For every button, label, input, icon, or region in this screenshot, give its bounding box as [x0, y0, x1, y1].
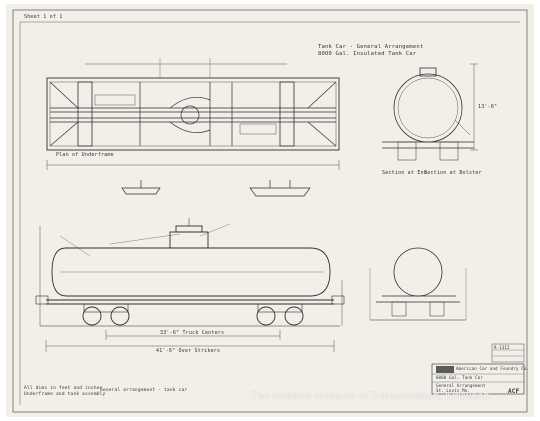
- truck-centers-dimension: 33'-6" Truck Centers: [160, 330, 225, 336]
- over-strikers-dimension: 41'-6" Over Strikers: [156, 348, 221, 354]
- bottom-mid-note: General arrangement - tank car: [100, 388, 188, 393]
- drawing-subheading: 8000 Gal. Insulated Tank Car: [318, 51, 417, 57]
- title-block-company: American Car and Foundry Co.: [456, 366, 530, 371]
- corner-note: Sheet 1 of 1: [24, 14, 63, 20]
- paper: [6, 4, 534, 417]
- museum-watermark: The National Museum of Transportation, K…: [251, 390, 490, 402]
- end-section-label: Section at End: [382, 170, 427, 176]
- end-elevation: [369, 247, 467, 321]
- title-block-line-3: St. Louis Mo.: [436, 388, 470, 393]
- detail-sections: [121, 180, 311, 197]
- drawing-heading: Tank Car - General Arrangement: [318, 44, 424, 50]
- side-elevation: [35, 218, 345, 352]
- plan-view: [46, 58, 340, 170]
- bottom-left-note-2: Underframe and tank assembly: [24, 392, 106, 397]
- height-dimension: 13'-6": [478, 104, 498, 110]
- sheet-border: [12, 9, 528, 413]
- acf-logo: ACF: [508, 388, 520, 395]
- end-section-view: [382, 63, 478, 161]
- bolster-section-label: Section at Bolster: [424, 170, 482, 176]
- truck-left: [82, 303, 130, 326]
- truck-right: [256, 303, 304, 326]
- title-block-line-2: General Arrangement: [436, 383, 486, 388]
- title-block-line-1: 8000 Gal. Tank Car: [436, 375, 483, 380]
- title-block: [431, 343, 525, 395]
- plan-label: Plan of Underframe: [56, 152, 114, 158]
- drawing-number: R-1312: [494, 345, 510, 350]
- bottom-left-note-1: All dims in feet and inches: [24, 386, 103, 391]
